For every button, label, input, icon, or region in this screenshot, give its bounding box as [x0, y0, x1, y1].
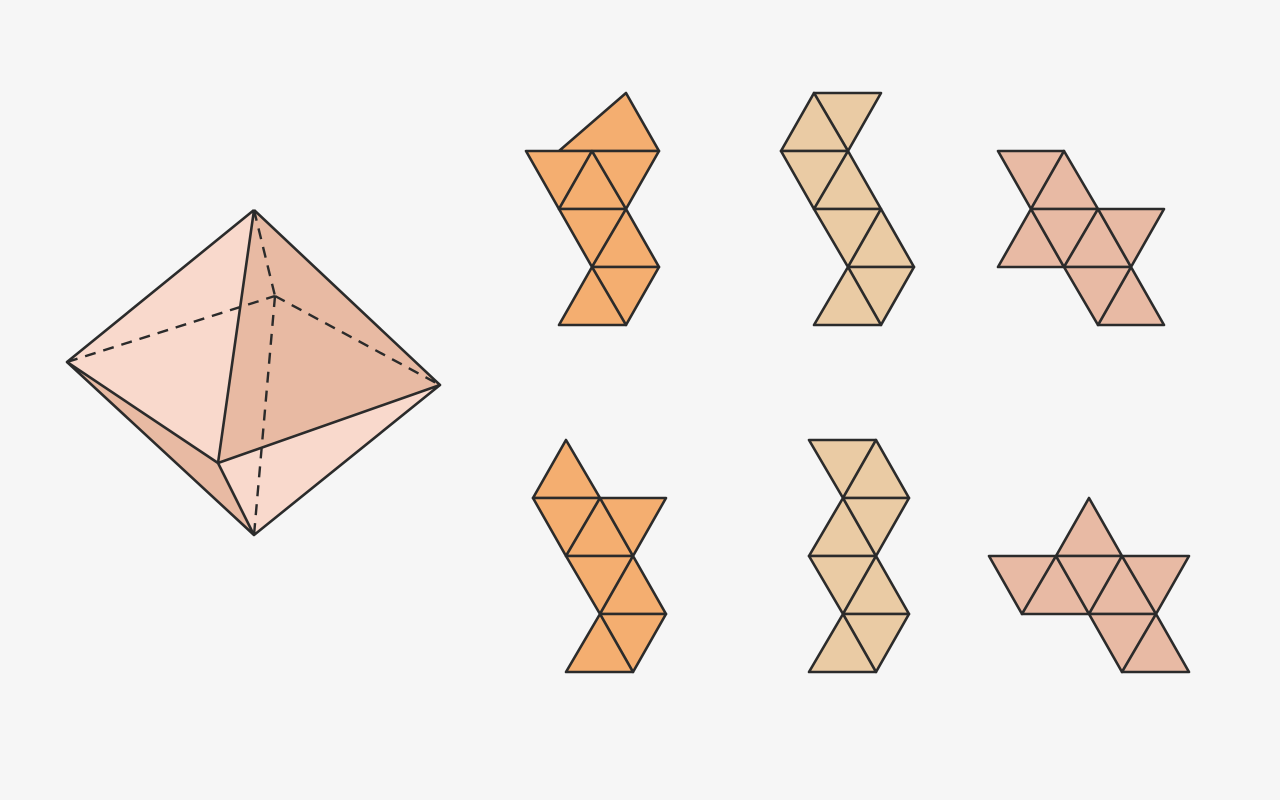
visible-edge — [217, 383, 441, 465]
net-face-triangle — [557, 265, 628, 327]
octahedron-face-front-right-lower — [218, 385, 440, 535]
hidden-edge — [252, 295, 277, 536]
hidden-edge — [252, 209, 277, 297]
net-face-triangle — [1062, 265, 1133, 327]
net-5 — [807, 438, 911, 674]
visible-edge — [216, 209, 256, 464]
net-2 — [779, 91, 916, 327]
visible-edge — [66, 360, 219, 465]
net-face-triangle — [598, 496, 668, 558]
net-face-triangle — [841, 496, 911, 558]
net-face-triangle — [1120, 612, 1191, 674]
net-4 — [531, 438, 668, 674]
net-face-triangle — [564, 612, 635, 674]
octahedron-face-front-left-upper — [67, 210, 254, 463]
net-face-triangle — [590, 149, 661, 211]
net-face-triangle — [1120, 554, 1191, 616]
net-face-triangle — [1096, 207, 1166, 269]
net-3 — [996, 149, 1166, 327]
net-face-triangle — [807, 612, 878, 674]
octahedron-face-front-right-upper — [218, 210, 440, 463]
net-6 — [987, 496, 1191, 674]
net-1 — [524, 91, 661, 327]
net-face-triangle — [812, 265, 883, 327]
octahedron-solid — [65, 208, 442, 537]
nets-group — [524, 91, 1191, 674]
visible-edge — [216, 462, 256, 536]
hidden-edge — [274, 294, 441, 387]
